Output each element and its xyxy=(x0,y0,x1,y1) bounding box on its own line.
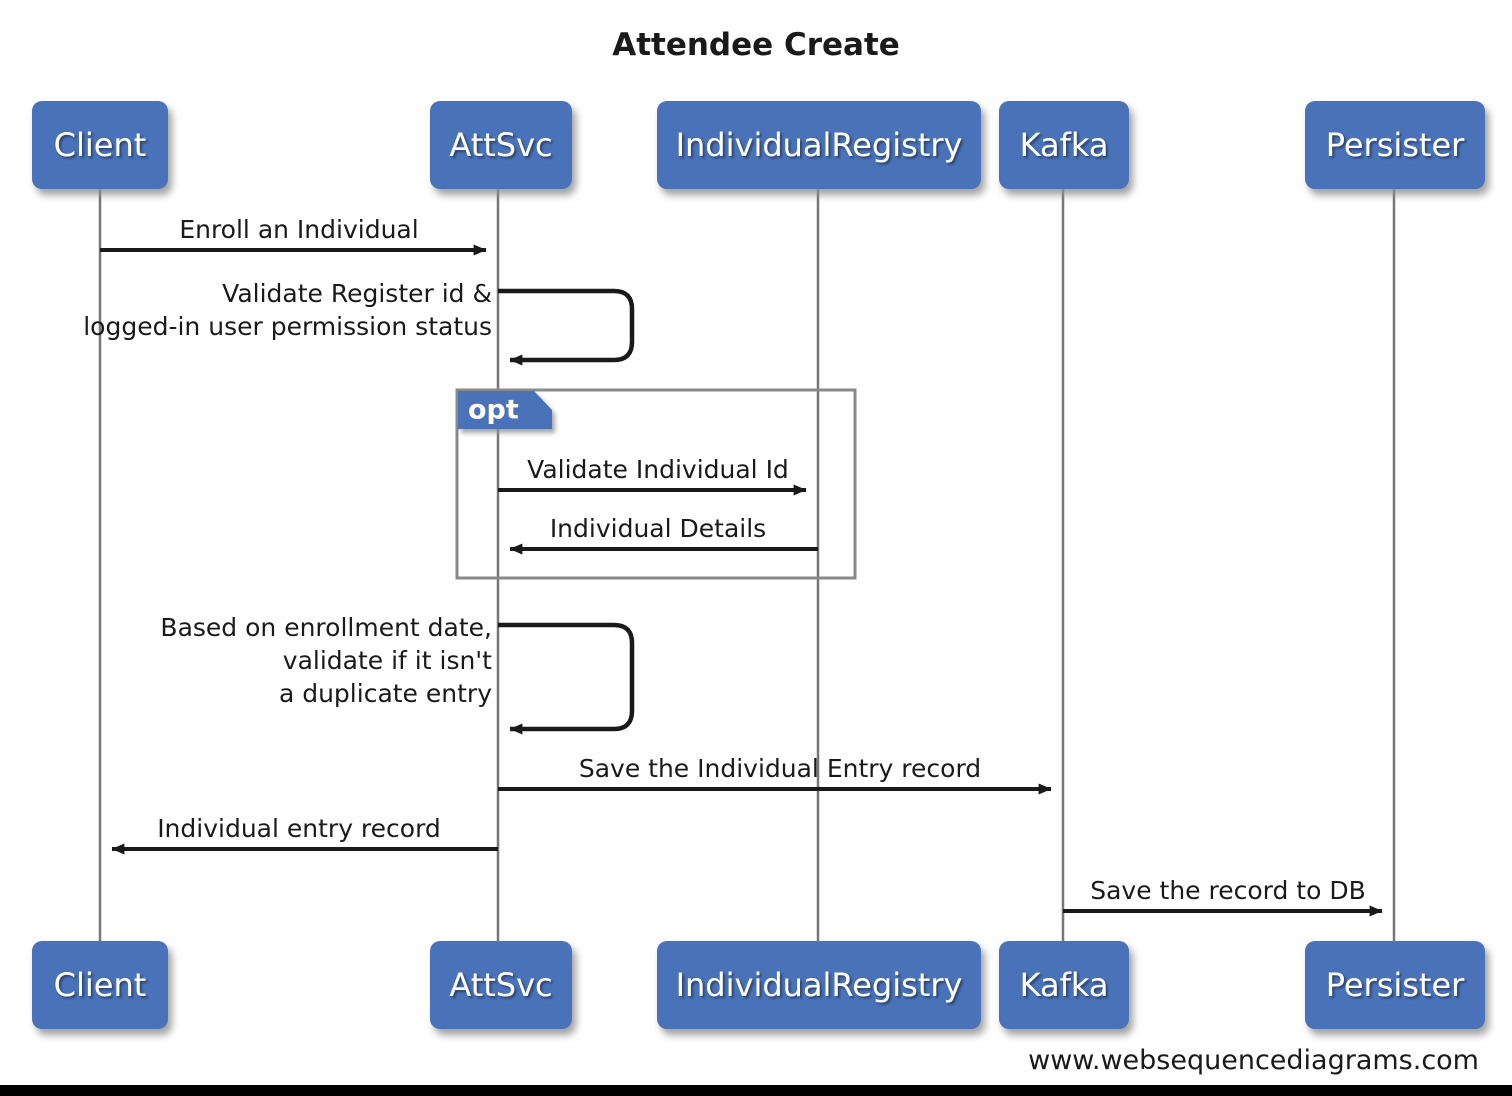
participant-client-bottom[interactable]: Client xyxy=(32,941,168,1029)
participant-label: AttSvc xyxy=(449,966,552,1004)
message-validate-register-id: Validate Register id & logged-in user pe… xyxy=(83,279,635,366)
participant-label: Persister xyxy=(1326,966,1465,1004)
participant-label: Kafka xyxy=(1020,966,1109,1004)
message-save-individual-entry-record: Save the Individual Entry record xyxy=(498,754,1052,795)
participant-kafka-top[interactable]: Kafka xyxy=(999,101,1129,189)
participant-individualregistry-bottom[interactable]: IndividualRegistry xyxy=(657,941,981,1029)
message-self-loop xyxy=(498,622,635,735)
bottom-border-bar xyxy=(0,1085,1512,1096)
message-individual-details: Individual Details xyxy=(509,514,818,555)
participant-box[interactable] xyxy=(1305,101,1485,189)
participant-box[interactable] xyxy=(430,101,572,189)
message-label-line-1: Based on enrollment date, xyxy=(160,613,492,642)
participant-box[interactable] xyxy=(999,941,1129,1029)
participant-kafka-bottom[interactable]: Kafka xyxy=(999,941,1129,1029)
participant-label: IndividualRegistry xyxy=(676,966,963,1004)
participant-persister-top[interactable]: Persister xyxy=(1305,101,1485,189)
participant-client-top[interactable]: Client xyxy=(32,101,168,189)
participant-attsvc-top[interactable]: AttSvc xyxy=(430,101,572,189)
participant-box[interactable] xyxy=(32,101,168,189)
watermark-label: www.websequencediagrams.com xyxy=(1028,1045,1479,1076)
participant-box[interactable] xyxy=(999,101,1129,189)
message-label: Enroll an Individual xyxy=(179,215,418,244)
participant-attsvc-bottom[interactable]: AttSvc xyxy=(430,941,572,1029)
message-validate-duplicate-entry: Based on enrollment date, validate if it… xyxy=(160,613,635,735)
participant-label: Kafka xyxy=(1020,126,1109,164)
participant-label: AttSvc xyxy=(449,126,552,164)
message-enroll-an-individual: Enroll an Individual xyxy=(100,215,487,256)
participant-label: Client xyxy=(54,126,147,164)
fragment-opt-border xyxy=(455,388,857,580)
message-label: Validate Individual Id xyxy=(527,455,789,484)
participant-box[interactable] xyxy=(32,941,168,1029)
message-label: Save the Individual Entry record xyxy=(579,754,981,783)
message-label-line-2: validate if it isn't xyxy=(283,646,492,675)
participant-individualregistry-top[interactable]: IndividualRegistry xyxy=(657,101,981,189)
participant-box[interactable] xyxy=(657,101,981,189)
message-save-record-to-db: Save the record to DB xyxy=(1063,876,1383,917)
message-self-loop xyxy=(498,288,635,366)
participant-label: IndividualRegistry xyxy=(676,126,963,164)
participant-box[interactable] xyxy=(657,941,981,1029)
participant-box[interactable] xyxy=(430,941,572,1029)
fragment-opt-operator: opt xyxy=(468,395,519,426)
lifelines-group xyxy=(98,189,1396,941)
participant-label: Persister xyxy=(1326,126,1465,164)
participants-top: Client AttSvc IndividualRegistry Kafka P… xyxy=(32,101,1485,189)
fragment-opt-label-tab xyxy=(458,391,552,429)
participant-box[interactable] xyxy=(1305,941,1485,1029)
message-label-line-3: a duplicate entry xyxy=(279,679,492,708)
page-title: Attendee Create xyxy=(612,27,900,63)
message-label-line-1: Validate Register id & xyxy=(222,279,492,308)
message-individual-entry-record: Individual entry record xyxy=(111,814,498,855)
fragment-opt: opt xyxy=(455,388,857,580)
message-label: Individual Details xyxy=(550,514,766,543)
participant-label: Client xyxy=(54,966,147,1004)
message-label: Individual entry record xyxy=(157,814,441,843)
message-validate-individual-id: Validate Individual Id xyxy=(498,455,807,496)
participants-bottom: Client AttSvc IndividualRegistry Kafka P… xyxy=(32,941,1485,1029)
message-label-line-2: logged-in user permission status xyxy=(83,312,492,341)
participant-persister-bottom[interactable]: Persister xyxy=(1305,941,1485,1029)
message-label: Save the record to DB xyxy=(1090,876,1366,905)
